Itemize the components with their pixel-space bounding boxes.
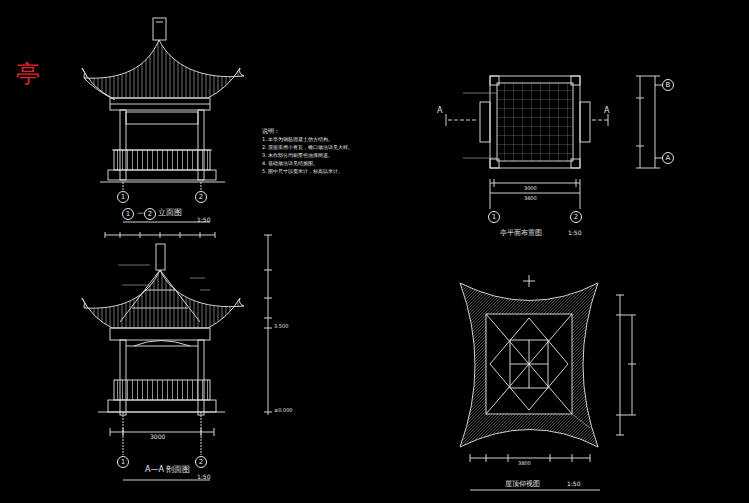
axis-bubble: A: [662, 152, 674, 164]
axis-bubble: 1: [122, 208, 134, 220]
axis-number: B: [666, 82, 671, 89]
axis-bubble: 2: [195, 191, 207, 203]
axis-number: 2: [199, 459, 203, 466]
drawing-label: 3000: [150, 434, 165, 440]
drawing-label: 3.500: [274, 324, 288, 329]
axis-number: 1: [121, 459, 125, 466]
axis-number: 1: [492, 214, 496, 221]
axis-number: 2: [574, 214, 578, 221]
drawing-label: A—A 剖面图: [145, 466, 191, 474]
drawing-label: 说明：: [262, 128, 280, 134]
drawing-label: A: [437, 107, 442, 115]
drawing-label: 屋顶仰视图: [505, 481, 540, 488]
axis-number: A: [666, 155, 671, 162]
drawing-label: A: [604, 107, 609, 115]
drawing-label: 1:50: [197, 474, 210, 480]
drawing-label: 亭: [16, 62, 40, 86]
axis-bubble: 2: [144, 208, 156, 220]
drawing-label: ±0.000: [274, 408, 293, 413]
drawing-label: 5. 图中尺寸以毫米计，标高以米计。: [262, 169, 343, 174]
drawing-label: 1:50: [567, 481, 580, 487]
drawing-label: 4. 基础做法详见结施图。: [262, 161, 318, 166]
drawing-label: 3. 木作部分均刷栗色油漆两道。: [262, 153, 333, 158]
axis-number: 1: [126, 211, 130, 218]
axis-bubble: B: [662, 79, 674, 91]
drawing-label: 立面图: [158, 209, 182, 217]
drawing-label: 1. 本亭为钢筋混凝土仿古结构。: [262, 137, 333, 142]
drawing-label: 3800: [518, 461, 531, 466]
axis-number: 2: [148, 211, 152, 218]
drawing-label: 2. 屋面采用小青瓦，檐口做法详见大样。: [262, 145, 353, 150]
axis-number: 1: [121, 194, 125, 201]
axis-number: 2: [199, 194, 203, 201]
drawing-label: 3000: [524, 186, 537, 191]
axis-bubble: 1: [117, 456, 129, 468]
axis-bubble: 2: [570, 211, 582, 223]
drawing-label: —: [137, 210, 144, 217]
drawing-label: 1:50: [568, 230, 581, 236]
drawing-label: 1:50: [197, 217, 210, 223]
drawing-label: 亭平面布置图: [500, 230, 542, 237]
axis-bubble: 2: [195, 456, 207, 468]
drawing-label: 3800: [524, 196, 537, 201]
axis-bubble: 1: [488, 211, 500, 223]
axis-bubble: 1: [117, 191, 129, 203]
